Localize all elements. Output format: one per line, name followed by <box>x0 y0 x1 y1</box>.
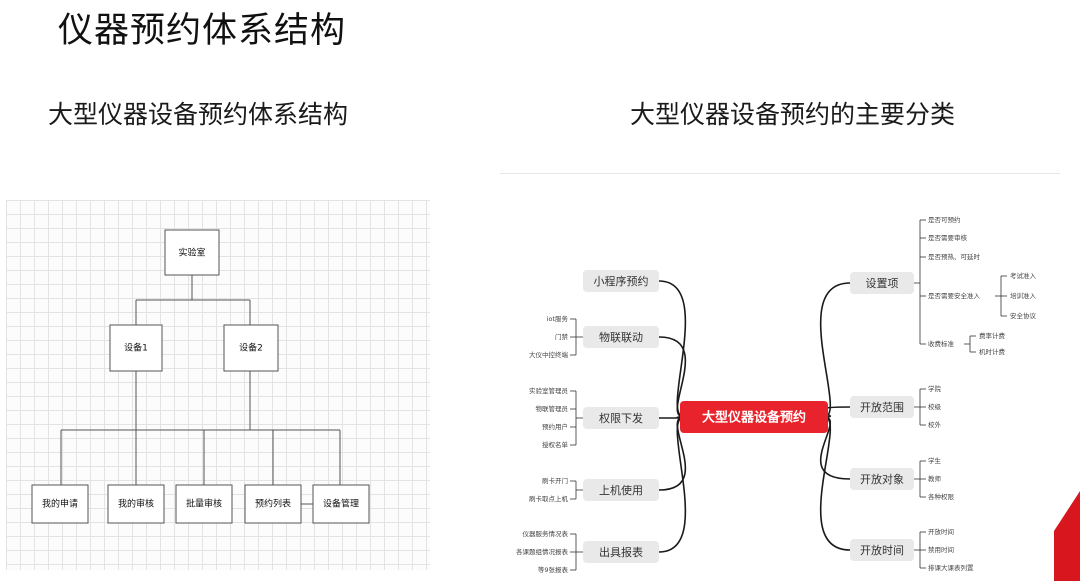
mind-map-panel: 小程序预约物联联动 iot服务门禁大仪中控终端权限下发 实验室管理员物联管理员预约用… <box>496 174 1080 581</box>
mind-map-leaf-label: 是否需要审核 <box>928 233 968 242</box>
mind-map-branch-pill <box>583 326 659 348</box>
mind-map-branch-label: 开放对象 <box>860 472 904 486</box>
mind-map-leaf-label: 收费标准 <box>928 339 955 348</box>
org-level2-label: 预约列表 <box>255 498 291 510</box>
org-level2-label: 我的申请 <box>42 498 78 510</box>
org-node-root <box>164 229 220 276</box>
corner-decoration <box>1054 491 1080 581</box>
org-root-label: 实验室 <box>178 247 205 259</box>
mind-map-leaf-label: iot服务 <box>547 314 569 323</box>
mind-map-leaf-label: 授权名单 <box>542 440 569 449</box>
mind-map-leaf-label: 校外 <box>928 420 942 429</box>
mind-map-leaf-label: 刷卡取点上机 <box>529 494 569 503</box>
mind-map-leaf-label: 校级 <box>928 402 942 411</box>
mind-map-subleaf-label: 培训准入 <box>1010 291 1037 300</box>
mind-map-leaf-label: 大仪中控终端 <box>529 350 569 359</box>
mind-map-subleaf-label: 考试准入 <box>1010 271 1037 280</box>
mind-map-leaf-label: 是否可预约 <box>928 215 961 224</box>
mind-map-leaf-label: 各种权限 <box>928 492 955 501</box>
mind-map-branch-pill <box>583 479 659 501</box>
mind-map-leaf-label: 物联管理员 <box>536 404 569 413</box>
mind-map-branch-pill <box>850 396 914 418</box>
mind-map-branch-label: 小程序预约 <box>594 274 649 288</box>
mind-map-branch-pill <box>583 407 659 429</box>
mind-map-leaf-label: 排课大课表列置 <box>928 563 974 572</box>
mind-map-branch-label: 物联联动 <box>599 330 643 344</box>
mind-map-leaf-label: 是否预热、可延时 <box>928 252 981 261</box>
mind-map-leaf-label: 教师 <box>928 474 942 483</box>
mind-map-branch-label: 上机使用 <box>599 483 643 497</box>
mind-map-leaf-label: 刷卡开门 <box>542 476 568 485</box>
mind-map-leaf-label: 实验室管理员 <box>529 386 569 395</box>
mind-map-leaf-label: 各课题组情况报表 <box>516 547 569 556</box>
mind-map-leaf-label: 学生 <box>928 456 942 465</box>
mind-map-branch-label: 开放范围 <box>860 400 904 414</box>
mind-map-subleaf-label: 安全协议 <box>1010 311 1037 320</box>
mind-map-branch-pill <box>850 539 914 561</box>
mind-map-leaf-links <box>570 219 1007 571</box>
mind-map-branch-label: 权限下发 <box>599 411 643 425</box>
org-level2-label: 我的审核 <box>118 498 154 510</box>
org-node-level1 <box>223 324 279 372</box>
mind-map-branch-pill <box>850 468 914 490</box>
org-node-level2 <box>244 484 302 524</box>
org-node-level2 <box>107 484 165 524</box>
org-level1-label: 设备2 <box>239 342 263 354</box>
mind-map-leaf-label: 等9张报表 <box>538 565 569 574</box>
right-subtitle: 大型仪器设备预约的主要分类 <box>630 100 956 129</box>
mind-map-branch-pill <box>850 272 914 294</box>
mind-map-subleaf-label: 费率计费 <box>979 331 1006 340</box>
mind-map-branch-pill <box>583 270 659 292</box>
mind-map-subleaf-label: 机时计费 <box>979 347 1006 356</box>
mind-map-branch-label: 开放时间 <box>860 543 904 557</box>
org-node-level1 <box>109 324 163 372</box>
mind-map-leaf-label: 禁用时间 <box>928 545 954 554</box>
main-title: 仪器预约体系结构 <box>58 11 347 51</box>
mind-map-leaf-label: 是否需要安全准入 <box>928 291 981 300</box>
org-level2-label: 批量审核 <box>186 498 222 510</box>
mind-map-leaf-label: 仪器服务情况表 <box>523 529 569 538</box>
org-level2-label: 设备管理 <box>323 498 359 510</box>
mind-map-center-node <box>680 401 828 433</box>
org-chart-panel: 实验室 设备1 设备2 我的申请 我的审核 批量审核 预约列表 设备管理 <box>6 200 430 570</box>
org-node-level2 <box>175 484 233 524</box>
left-subtitle: 大型仪器设备预约体系结构 <box>48 100 349 129</box>
mind-map-branch-label: 设置项 <box>866 277 899 290</box>
mind-map-center-label: 大型仪器设备预约 <box>702 410 806 426</box>
org-chart: 实验室 设备1 设备2 我的申请 我的审核 批量审核 预约列表 设备管理 <box>31 229 370 524</box>
mind-map-leaf-label: 预约用户 <box>542 422 568 431</box>
org-node-level2 <box>31 484 89 524</box>
mind-map-branch-pill <box>583 541 659 563</box>
org-level1-label: 设备1 <box>124 342 148 354</box>
mind-map-branch-label: 出具报表 <box>599 545 643 559</box>
org-node-level2 <box>312 484 370 524</box>
panel-divider <box>500 173 1060 174</box>
mind-map-leaf-label: 学院 <box>928 384 942 393</box>
mind-map-leaf-label: 门禁 <box>555 332 569 341</box>
mind-map-leaf-label: 开放时间 <box>928 527 954 536</box>
